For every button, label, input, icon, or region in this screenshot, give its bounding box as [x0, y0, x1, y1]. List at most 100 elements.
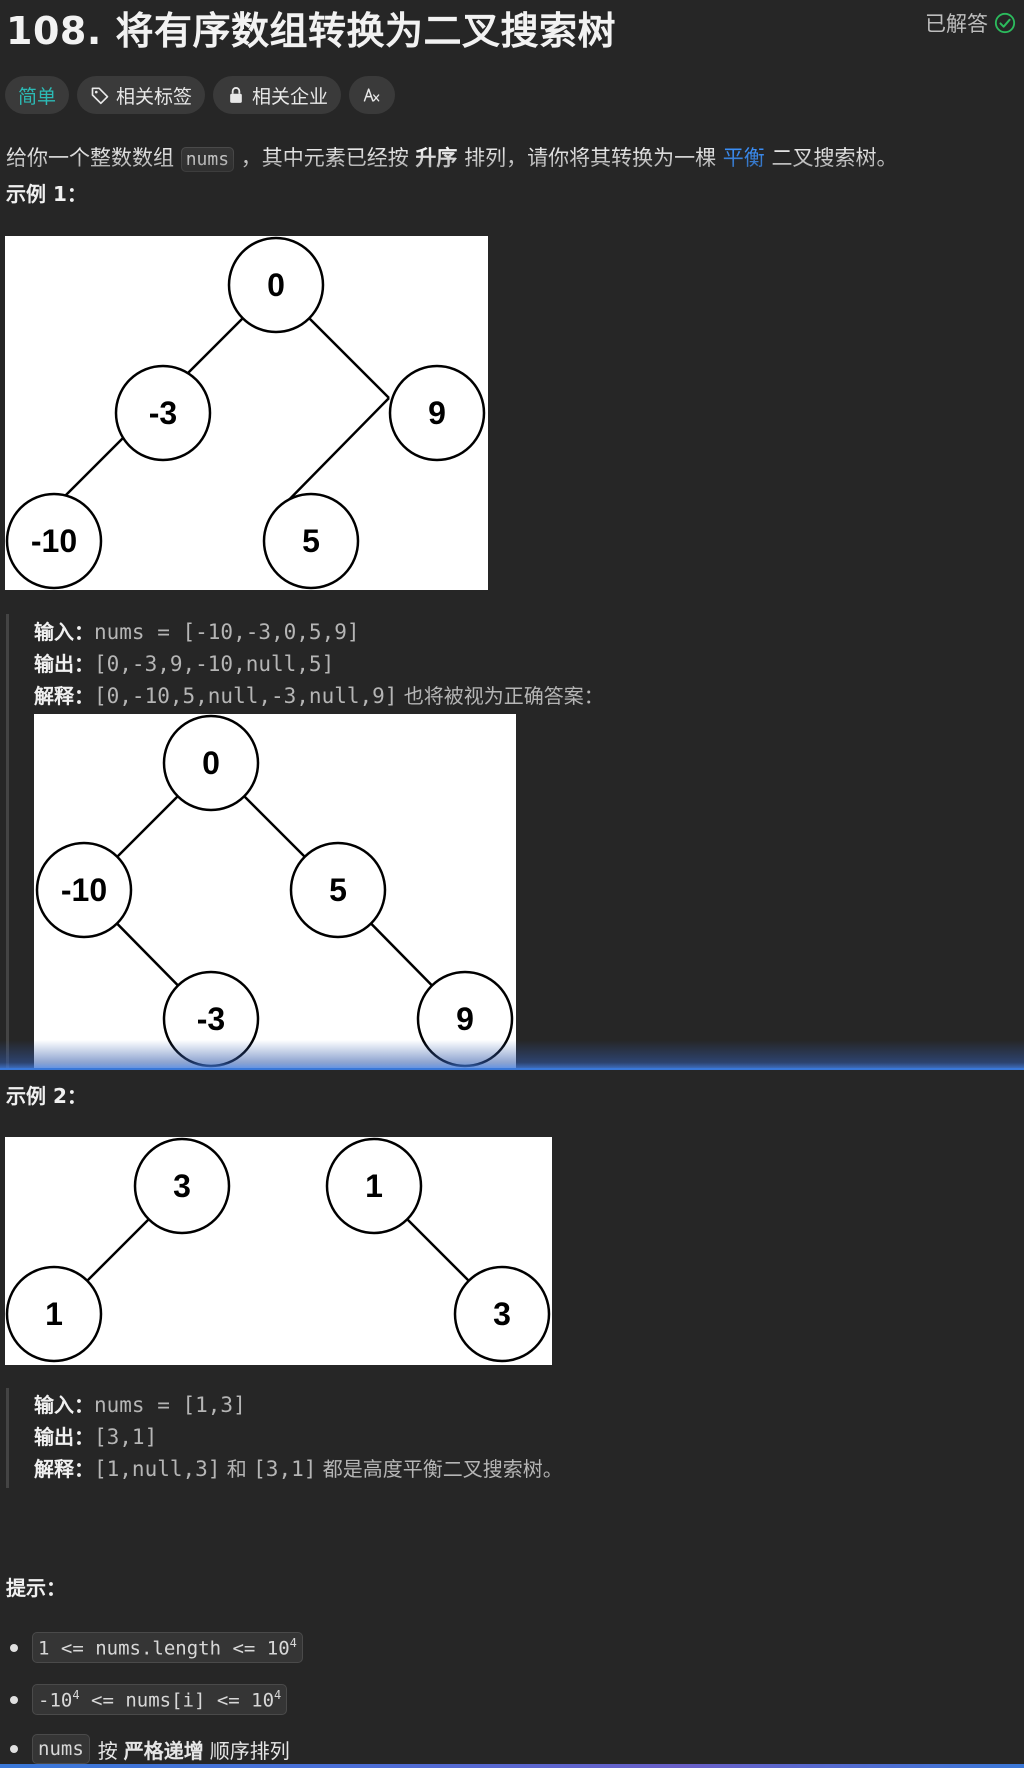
example-1-tree-image: 0 -3 9 -10 5: [5, 236, 488, 590]
difficulty-badge[interactable]: 简单: [5, 76, 70, 114]
tree-node: -10: [5, 492, 103, 590]
explain-label: 解释：: [34, 1457, 94, 1481]
constraint-text: -10: [38, 1689, 73, 1712]
node-label: 9: [456, 1001, 474, 1037]
constraint-text: 按: [97, 1738, 118, 1763]
bullet-dot: [10, 1745, 18, 1753]
node-label: -10: [31, 523, 77, 559]
bullet-dot: [10, 1643, 18, 1652]
constraint-text: 1 <= nums.length <= 10: [38, 1637, 290, 1660]
tree-node: 5: [262, 492, 360, 590]
topics-label: 相关标签: [116, 85, 193, 108]
tree-node: -3: [114, 364, 212, 462]
node-label: 1: [45, 1296, 63, 1332]
desc-text-4: 二叉搜索树。: [771, 146, 898, 170]
input-value: nums = [-10,-3,0,5,9]: [94, 620, 360, 644]
balanced-link[interactable]: 平衡: [722, 146, 765, 170]
tree-node: 1: [325, 1137, 423, 1235]
problem-title: 108. 将有序数组转换为二叉搜索树: [6, 9, 616, 53]
explain-label: 解释：: [34, 684, 94, 708]
output-value: [0,-3,9,-10,null,5]: [94, 652, 335, 676]
lock-icon: [230, 87, 242, 103]
node-label: 5: [302, 523, 320, 559]
node-label: -3: [149, 395, 177, 431]
node-label: 0: [267, 267, 285, 303]
node-label: 1: [365, 1168, 383, 1204]
input-label: 输入：: [34, 1393, 94, 1417]
translate-button[interactable]: [349, 76, 396, 114]
input-value: nums = [1,3]: [94, 1393, 246, 1417]
example-2-input: 输入：nums = [1,3]: [34, 1389, 246, 1421]
example-1-heading: 示例 1：: [6, 182, 87, 206]
explain-value-2: [3,1]: [253, 1457, 317, 1481]
desc-text-3: 排列，请你将其转换为一棵: [464, 146, 717, 170]
tips-heading: 提示：: [6, 1576, 66, 1600]
explain-text: 也将被视为正确答案：: [403, 684, 604, 708]
tree-node: 3: [133, 1137, 231, 1235]
input-label: 输入：: [34, 620, 94, 644]
selection-glow: [0, 1040, 1024, 1070]
example-2-tree-image: 3 1 1 3: [5, 1137, 552, 1365]
node-label: 3: [493, 1296, 511, 1332]
output-label: 输出：: [34, 652, 94, 676]
inline-code-nums: nums: [180, 147, 235, 172]
example-2-heading: 示例 2：: [6, 1084, 87, 1108]
desc-text-1: 给你一个整数数组: [6, 146, 174, 170]
translate-icon: [363, 88, 380, 102]
tree-node: -10: [35, 841, 133, 939]
constraint-code: nums: [32, 1734, 90, 1764]
desc-bold-ascending: 升序: [415, 146, 458, 170]
constraint-code: -104 <= nums[i] <= 104: [32, 1684, 288, 1716]
example-2-quote-bar: [6, 1388, 9, 1488]
tag-chips: 简单 相关标签 相关企业: [5, 76, 396, 114]
example-2-explanation: 解释：[1,null,3] 和 [3,1] 都是高度平衡二叉搜索树。: [34, 1453, 563, 1485]
selection-line: [0, 1068, 1024, 1070]
tag-icon: [91, 87, 109, 105]
explain-value-1: [1,null,3]: [94, 1457, 221, 1481]
example-1-alt-tree-image: 0 -10 5 -3 9: [34, 714, 516, 1070]
constraint-item: 1 <= nums.length <= 104: [10, 1632, 303, 1664]
tree-node: 0: [227, 236, 325, 334]
solved-status: 已解答: [925, 8, 1016, 38]
example-1-output: 输出：[0,-3,9,-10,null,5]: [34, 648, 334, 680]
exponent: 4: [289, 1636, 297, 1650]
desc-text-2: ，其中元素已经按: [240, 146, 409, 170]
explain-and: 和: [226, 1457, 247, 1481]
companies-label: 相关企业: [252, 85, 329, 108]
bottom-strip: [0, 1764, 1024, 1768]
example-2-output: 输出：[3,1]: [34, 1421, 157, 1453]
constraint-text: 顺序排列: [209, 1738, 290, 1763]
node-label: 5: [329, 872, 347, 908]
constraint-text: <= nums[i] <= 10: [79, 1689, 275, 1712]
constraint-code: 1 <= nums.length <= 104: [32, 1632, 303, 1664]
node-label: -10: [61, 872, 107, 908]
exponent: 4: [72, 1688, 80, 1702]
tree-node: 1: [5, 1265, 103, 1363]
topics-button[interactable]: 相关标签: [77, 76, 206, 114]
exponent: 4: [274, 1688, 282, 1702]
difficulty-label: 简单: [18, 85, 57, 108]
constraint-bold: 严格递增: [123, 1738, 204, 1763]
check-circle-icon: [994, 12, 1016, 34]
tree-node: 9: [388, 364, 486, 462]
solved-label: 已解答: [925, 12, 988, 36]
tree-node: 0: [162, 714, 260, 812]
constraint-item: -104 <= nums[i] <= 104: [10, 1684, 288, 1716]
node-label: 0: [202, 745, 220, 781]
example-1-quote-bar: [6, 614, 9, 1070]
example-1-input: 输入：nums = [-10,-3,0,5,9]: [34, 616, 360, 648]
node-label: 9: [428, 395, 446, 431]
problem-description: 给你一个整数数组 nums ，其中元素已经按 升序 排列，请你将其转换为一棵 平…: [6, 142, 897, 172]
companies-button[interactable]: 相关企业: [213, 76, 342, 114]
tree-node: 5: [289, 841, 387, 939]
tree-node: 3: [453, 1265, 551, 1363]
node-label: 3: [173, 1168, 191, 1204]
explain-text: 都是高度平衡二叉搜索树。: [322, 1457, 563, 1481]
bullet-dot: [10, 1695, 18, 1704]
explain-value: [0,-10,5,null,-3,null,9]: [94, 684, 398, 708]
output-label: 输出：: [34, 1425, 94, 1449]
example-1-explanation: 解释：[0,-10,5,null,-3,null,9] 也将被视为正确答案：: [34, 680, 604, 712]
node-label: -3: [197, 1001, 225, 1037]
output-value: [3,1]: [94, 1425, 158, 1449]
